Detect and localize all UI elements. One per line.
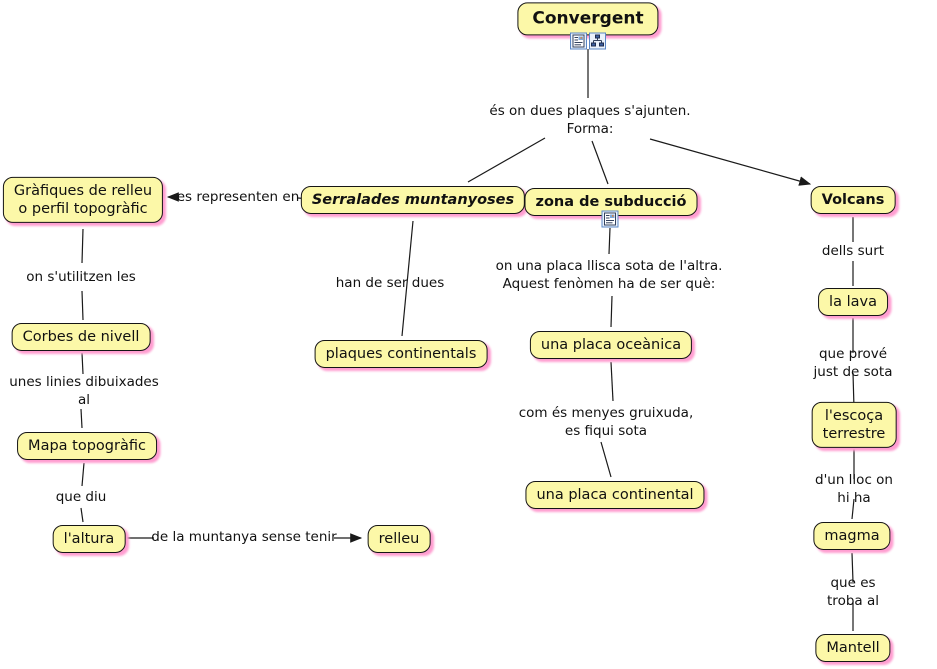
node-una-placa-continental[interactable]: una placa continental bbox=[525, 480, 705, 510]
connector-line bbox=[80, 408, 83, 429]
zona-subduccio-resource-icons bbox=[601, 210, 619, 228]
connector-line bbox=[649, 138, 812, 186]
connector-line bbox=[608, 227, 611, 255]
linking-phrase-unes-linies[interactable]: unes linies dibuixades al bbox=[9, 373, 159, 408]
node-corbes-de-nivell[interactable]: Corbes de nivell bbox=[11, 322, 151, 352]
convergent-resource-icons bbox=[570, 32, 606, 50]
connector-line bbox=[81, 462, 85, 487]
connector-line bbox=[467, 137, 546, 183]
connector-line bbox=[851, 552, 854, 583]
linking-phrase-forma[interactable]: és on dues plaques s'ajunten. Forma: bbox=[489, 102, 691, 137]
connector-line bbox=[81, 352, 84, 375]
linking-phrase-han-de-ser[interactable]: han de ser dues bbox=[335, 274, 445, 291]
node-la-lava[interactable]: la lava bbox=[818, 287, 888, 317]
connector-line bbox=[81, 228, 84, 264]
image-resource-icon[interactable] bbox=[570, 32, 587, 50]
connector-line bbox=[610, 361, 614, 402]
node-convergent[interactable]: Convergent bbox=[517, 2, 659, 36]
connector-line bbox=[401, 220, 414, 337]
linking-phrase-que-prove[interactable]: que prové just de sota bbox=[813, 345, 893, 380]
linking-phrase-de-la-muntanya[interactable]: de la muntanya sense tenir bbox=[151, 528, 337, 545]
linking-phrase-que-es-troba[interactable]: que es troba al bbox=[827, 574, 879, 609]
node-altura[interactable]: l'altura bbox=[52, 524, 126, 554]
connector-line bbox=[591, 140, 609, 185]
node-mapa-topografic[interactable]: Mapa topogràfic bbox=[17, 431, 157, 461]
node-volcans[interactable]: Volcans bbox=[810, 185, 896, 215]
linking-phrase-dells-surt[interactable]: dells surt bbox=[821, 242, 885, 259]
node-escoca-terrestre[interactable]: l'escoça terrestre bbox=[811, 401, 897, 449]
node-magma[interactable]: magma bbox=[813, 521, 891, 551]
linking-phrase-es-representen[interactable]: es representen en bbox=[176, 188, 300, 205]
connector-line bbox=[851, 498, 855, 520]
node-una-placa-oceanica[interactable]: una placa oceànica bbox=[529, 330, 693, 360]
node-relleu[interactable]: relleu bbox=[367, 524, 431, 554]
connector-line bbox=[80, 507, 84, 523]
linking-phrase-on-una-placa[interactable]: on una placa llisca sota de l'altra. Aqu… bbox=[495, 257, 723, 292]
node-grafiques-de-relleu[interactable]: Gràfiques de relleu o perfil topogràfic bbox=[2, 176, 164, 224]
connector-line bbox=[610, 295, 613, 328]
node-mantell[interactable]: Mantell bbox=[815, 633, 891, 663]
node-serralades-muntanyoses[interactable]: Serralades muntanyoses bbox=[300, 185, 526, 215]
linking-phrase-on-sutilitzen[interactable]: on s'utilitzen les bbox=[26, 268, 136, 285]
linking-phrase-dun-lloc[interactable]: d'un lloc on hi ha bbox=[815, 471, 893, 506]
node-plaques-continentals[interactable]: plaques continentals bbox=[314, 339, 488, 369]
connector-line bbox=[600, 441, 612, 478]
linking-phrase-que-diu[interactable]: que diu bbox=[55, 488, 107, 505]
connector-line bbox=[81, 290, 84, 321]
image-resource-icon[interactable] bbox=[601, 210, 619, 228]
hierarchy-icon[interactable] bbox=[589, 32, 606, 50]
linking-phrase-com-es-menyes[interactable]: com és menyes gruixuda, es fiqui sota bbox=[518, 404, 694, 439]
